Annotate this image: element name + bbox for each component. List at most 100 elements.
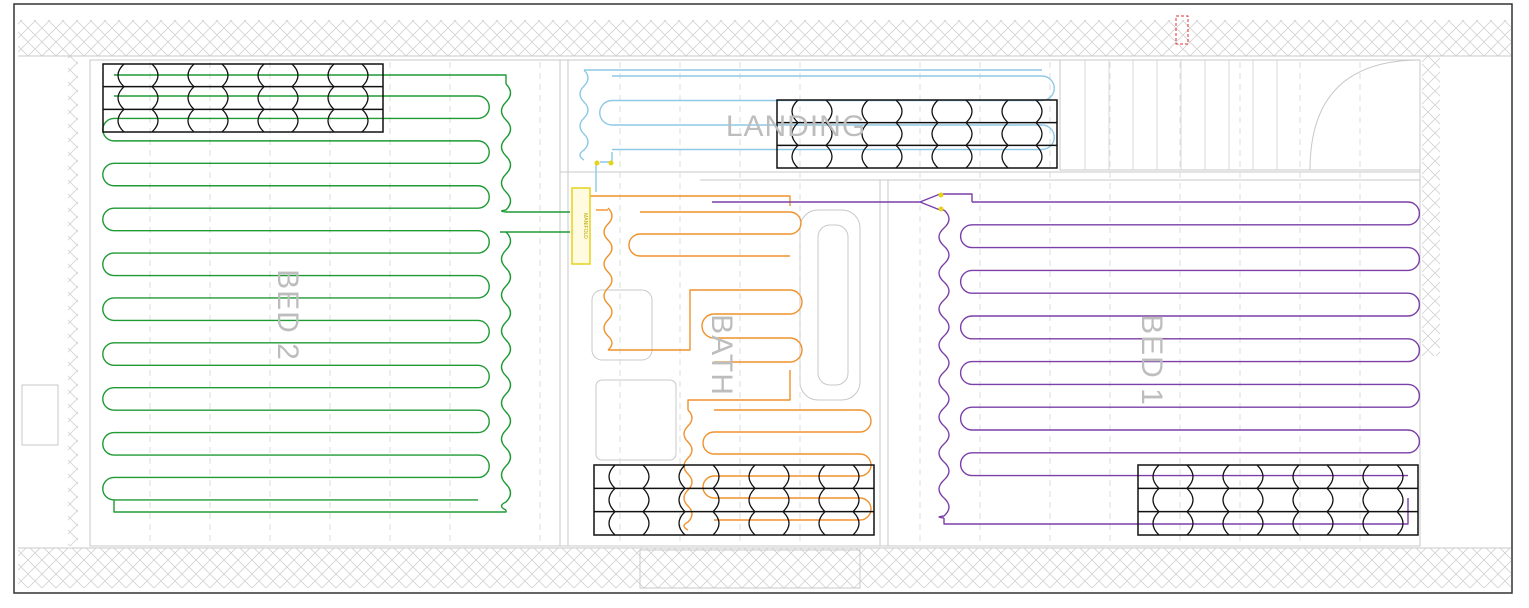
manifold-port	[594, 160, 600, 166]
chimney-stack	[21, 384, 59, 446]
dashed-grid	[149, 62, 1361, 544]
tile-lobe	[1292, 464, 1334, 489]
loop-pipe	[701, 289, 803, 363]
architecture-layer	[18, 20, 1511, 589]
toilet	[591, 289, 653, 361]
manifold-label: MANIFOLD	[582, 213, 588, 239]
room-label-bath: BATH	[705, 314, 738, 396]
tile-lobe	[187, 86, 229, 110]
tile-lobe	[1152, 487, 1194, 513]
manifold-port	[938, 192, 944, 198]
tile-lobe	[257, 108, 299, 133]
loop-pipe	[113, 500, 507, 513]
left-wall-hatch	[68, 56, 78, 546]
tile-lobe	[861, 99, 903, 124]
tile-lobe	[931, 99, 973, 124]
tile-lobe	[327, 63, 369, 88]
tile-lobe	[1222, 487, 1264, 513]
loop-pipe	[687, 370, 791, 410]
section-marker	[1175, 15, 1189, 45]
tile-lobe	[678, 464, 720, 489]
tile-lobe	[327, 86, 369, 110]
tile-lobe	[608, 464, 650, 489]
tile-lobe	[818, 487, 860, 513]
loop-pipe	[938, 209, 950, 519]
tile-lobe	[1362, 487, 1404, 513]
loop-pipe	[608, 289, 714, 351]
tile-lobe	[608, 487, 650, 513]
tile-lobe	[931, 144, 973, 169]
loop-pipe	[603, 207, 613, 351]
heating-loop-landing	[579, 69, 1055, 192]
tile-panel	[102, 63, 384, 133]
tile-lobe	[117, 63, 159, 88]
loop-pipe	[114, 74, 507, 84]
tile-lobe	[257, 63, 299, 88]
tile-lobe	[187, 63, 229, 88]
tile-lobe	[748, 511, 790, 536]
tile-panel	[776, 99, 1058, 169]
manifold: MANIFOLD	[571, 160, 944, 265]
tile-lobe	[748, 464, 790, 489]
manifold-port	[608, 160, 614, 166]
room-labels: LANDING BED 2 BATH BED 1	[271, 110, 1168, 406]
tile-lobe	[1001, 144, 1043, 169]
right-wall-hatch	[1422, 56, 1440, 356]
basin	[595, 379, 677, 461]
drawing-frame	[13, 3, 1513, 594]
tile-lobe	[791, 99, 833, 124]
tile-lobe	[818, 464, 860, 489]
stair-treads	[1084, 60, 1278, 170]
tile-lobe	[791, 144, 833, 169]
tile-lobe	[861, 122, 903, 146]
loop-pipe	[579, 69, 589, 161]
tile-lobe	[748, 487, 790, 513]
tile-panel	[1137, 464, 1419, 536]
tile-lobe	[791, 122, 833, 146]
stairwell	[1059, 59, 1421, 171]
loop-pipe	[599, 75, 1055, 151]
bathtub-inner	[817, 224, 849, 386]
tile-lobe	[117, 86, 159, 110]
tile-lobe	[1292, 511, 1334, 536]
tile-lobe	[117, 108, 159, 133]
tile-lobe	[1222, 464, 1264, 489]
bay-outline	[639, 549, 861, 589]
loop-pipe	[683, 409, 693, 531]
loop-pipe	[500, 231, 512, 511]
top-wall-hatch	[18, 20, 1511, 56]
stair-curve	[1309, 59, 1421, 171]
tile-lobe	[1152, 511, 1194, 536]
tile-panels	[102, 63, 1419, 536]
heating-loop-bed-2	[102, 74, 570, 513]
manifold-box	[571, 187, 591, 265]
tile-lobe	[1222, 511, 1264, 536]
room-label-bed-1: BED 1	[1135, 314, 1168, 406]
tile-lobe	[1362, 464, 1404, 489]
tile-lobe	[1001, 99, 1043, 124]
tile-lobe	[187, 108, 229, 133]
tile-lobe	[678, 487, 720, 513]
tile-lobe	[1001, 122, 1043, 146]
tile-lobe	[1362, 511, 1404, 536]
bottom-wall-hatch	[18, 548, 1511, 588]
tile-lobe	[678, 511, 720, 536]
loop-pipe	[102, 95, 490, 501]
tile-lobe	[257, 86, 299, 110]
tile-lobe	[931, 122, 973, 146]
tile-lobe	[608, 511, 650, 536]
loop-pipe	[500, 83, 512, 213]
room-label-landing: LANDING	[726, 110, 866, 143]
tile-panel	[593, 464, 875, 536]
tile-lobe	[1292, 487, 1334, 513]
loop-pipe	[628, 211, 802, 257]
room-label-bed-2: BED 2	[271, 269, 304, 361]
tile-lobe	[818, 511, 860, 536]
tile-lobe	[861, 144, 903, 169]
tile-lobe	[327, 108, 369, 133]
tile-lobe	[1152, 464, 1194, 489]
manifold-port	[938, 206, 944, 212]
loop-pipe	[959, 201, 1421, 477]
